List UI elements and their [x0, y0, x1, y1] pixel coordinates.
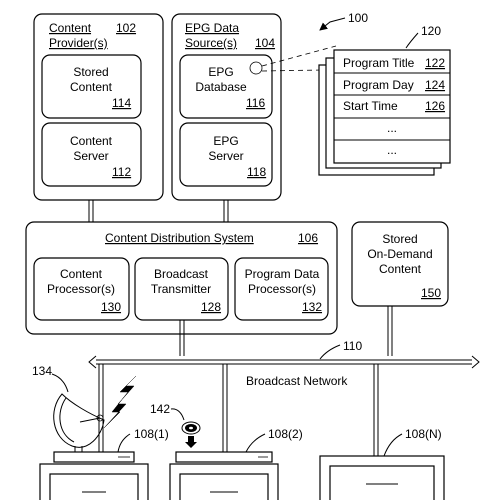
callout-line-top	[261, 45, 337, 67]
client-2-pointer	[245, 433, 266, 453]
content-processor-line2: Processor(s)	[47, 282, 115, 296]
broadcast-transmitter-ref: 128	[201, 300, 221, 314]
content-server-ref: 112	[112, 165, 131, 179]
record-row-2-ref: 124	[425, 78, 445, 92]
on-demand-ref: 150	[421, 286, 441, 300]
client-device-n	[319, 455, 445, 500]
record-row-5-label: ...	[387, 143, 397, 157]
satellite-dish-icon	[53, 393, 105, 457]
program-data-processor-line1: Program Data	[245, 267, 320, 281]
on-demand-line3: Content	[379, 262, 422, 276]
record-row-3-ref: 126	[425, 99, 445, 113]
record-row-2-label: Program Day	[343, 78, 414, 92]
drop-to-client-1	[98, 364, 104, 452]
content-provider-ref: 102	[116, 21, 136, 35]
disc-arrow	[185, 436, 197, 448]
client-n-ref: 108(N)	[405, 427, 442, 441]
stored-content-line2: Content	[70, 80, 113, 94]
content-provider-box: Content Provider(s) 102 Stored Content 1…	[33, 13, 164, 201]
broadcast-transmitter-line1: Broadcast	[154, 267, 209, 281]
content-processor-line1: Content	[60, 267, 103, 281]
epg-database-ref: 116	[246, 96, 265, 110]
client-device-1	[39, 451, 149, 500]
distribution-system-box: Content Distribution System 106 Content …	[25, 221, 338, 335]
satellite-dish-ref: 134	[32, 364, 52, 378]
epg-server-line1: EPG	[213, 134, 238, 148]
record-row-3-label: Start Time	[343, 99, 398, 113]
content-server-line2: Server	[73, 149, 108, 163]
connector-transmitter-to-network	[179, 320, 185, 356]
program-data-processor-line2: Processor(s)	[248, 282, 316, 296]
distribution-system-ref: 106	[298, 231, 318, 245]
on-demand-line2: On-Demand	[367, 247, 432, 261]
program-data-processor-ref: 132	[302, 300, 322, 314]
connector-ondemand-to-network	[387, 306, 393, 356]
lightning-signal-icon	[103, 375, 137, 429]
connector-provider-to-distribution	[88, 200, 94, 222]
epg-source-title-1: EPG Data	[185, 21, 239, 35]
record-row-4-label: ...	[387, 121, 397, 135]
client-2-ref: 108(2)	[268, 427, 303, 441]
epg-database-record-circle	[249, 61, 263, 75]
record-row-1-label: Program Title	[343, 56, 415, 70]
connector-epg-to-distribution	[223, 200, 229, 222]
epg-records-pointer	[405, 32, 419, 49]
epg-source-title-2: Source(s)	[185, 36, 237, 50]
epg-record-stack: Program Title 122 Program Day 124 Start …	[318, 49, 451, 176]
figure-number-pointer	[319, 17, 346, 31]
disc-icon	[181, 421, 201, 435]
disc-pointer	[170, 408, 185, 421]
broadcast-network-bus	[88, 355, 480, 369]
stored-content-line1: Stored	[73, 65, 108, 79]
figure-number: 100	[348, 11, 368, 25]
content-provider-title-1: Content	[49, 21, 92, 35]
callout-line-bottom	[261, 69, 323, 72]
client-1-ref: 108(1)	[134, 427, 169, 441]
client-n-pointer	[383, 433, 403, 457]
stored-content-ref: 114	[112, 96, 131, 110]
on-demand-line1: Stored	[382, 232, 417, 246]
content-provider-title-2: Provider(s)	[49, 36, 108, 50]
disc-ref: 142	[150, 402, 170, 416]
distribution-system-title: Content Distribution System	[105, 231, 254, 245]
client-1-pointer	[117, 433, 131, 453]
epg-source-ref: 104	[255, 36, 275, 50]
broadcast-network-label: Broadcast Network	[246, 374, 348, 388]
broadcast-transmitter-line2: Transmitter	[151, 282, 211, 296]
client-device-2	[169, 451, 279, 500]
epg-records-ref: 120	[421, 24, 441, 38]
content-server-line1: Content	[70, 134, 113, 148]
drop-to-client-2	[222, 364, 228, 452]
broadcast-network-pointer	[319, 344, 341, 360]
broadcast-network-ref: 110	[343, 339, 362, 353]
epg-data-source-box: EPG Data Source(s) 104 EPG Database 116 …	[171, 13, 282, 201]
epg-server-ref: 118	[247, 165, 266, 179]
epg-database-line1: EPG	[208, 65, 233, 79]
on-demand-content-box: Stored On-Demand Content 150	[351, 221, 449, 307]
epg-server-line2: Server	[208, 149, 243, 163]
epg-database-line2: Database	[195, 80, 247, 94]
drop-to-client-n	[373, 364, 379, 456]
satellite-dish-pointer	[51, 373, 69, 393]
record-row-1-ref: 122	[425, 56, 445, 70]
content-processor-ref: 130	[101, 300, 121, 314]
